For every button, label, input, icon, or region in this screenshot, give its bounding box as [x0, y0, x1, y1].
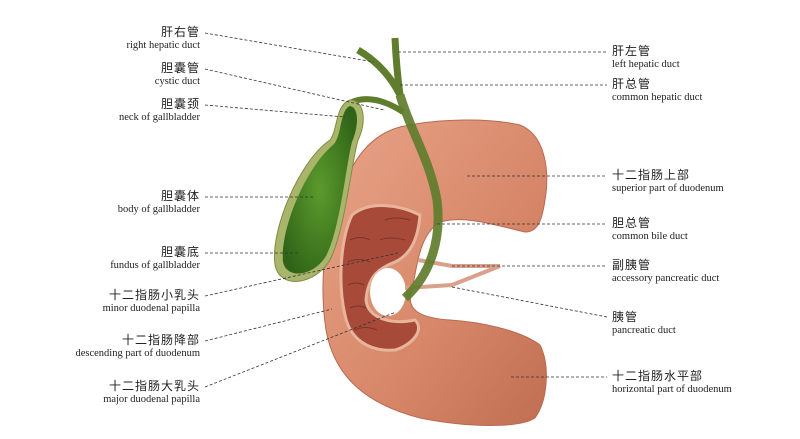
- label-zh: 十二指肠大乳头: [108, 379, 200, 393]
- right-hepatic-duct: [356, 46, 404, 97]
- label-zh: 肝总管: [612, 77, 652, 91]
- label-en: left hepatic duct: [612, 59, 680, 70]
- label-zh: 十二指肠上部: [612, 168, 691, 182]
- label-zh: 肝左管: [612, 44, 652, 58]
- label-en: common hepatic duct: [612, 92, 703, 103]
- label-en: pancreatic duct: [612, 325, 676, 336]
- label-zh: 胆总管: [612, 216, 652, 230]
- label-zh: 胆囊管: [160, 61, 200, 75]
- label-zh: 胆囊颈: [160, 97, 200, 111]
- label-zh: 胆囊体: [160, 189, 200, 203]
- label-zh: 十二指肠水平部: [612, 369, 704, 383]
- label-en: major duodenal papilla: [103, 394, 200, 405]
- label-en: descending part of duodenum: [75, 348, 200, 359]
- label-en: common bile duct: [612, 231, 688, 242]
- label-en: accessory pancreatic duct: [612, 273, 720, 284]
- mucosa-folds: [347, 217, 411, 331]
- label-en: superior part of duodenum: [612, 183, 724, 194]
- label-zh: 副胰管: [612, 258, 652, 272]
- label-zh: 胰管: [612, 310, 639, 324]
- duodenum-mucosa: [339, 204, 422, 352]
- label-en: cystic duct: [154, 76, 200, 87]
- common-bile-duct: [395, 93, 443, 302]
- label-en: body of gallbladder: [117, 204, 200, 215]
- label-en: minor duodenal papilla: [102, 303, 200, 314]
- label-zh: 胆囊底: [160, 245, 200, 259]
- label-en: fundus of gallbladder: [110, 260, 200, 271]
- gallbladder-lumen: [282, 106, 357, 274]
- label-en: right hepatic duct: [126, 40, 200, 51]
- label-en: horizontal part of duodenum: [612, 384, 732, 395]
- label-en: neck of gallbladder: [118, 112, 200, 123]
- duodenum-window: [370, 268, 406, 316]
- leader-lines: [204, 32, 608, 388]
- label-zh: 肝右管: [160, 25, 200, 39]
- label-zh: 十二指肠降部: [121, 333, 200, 347]
- label-zh: 十二指肠小乳头: [108, 288, 200, 302]
